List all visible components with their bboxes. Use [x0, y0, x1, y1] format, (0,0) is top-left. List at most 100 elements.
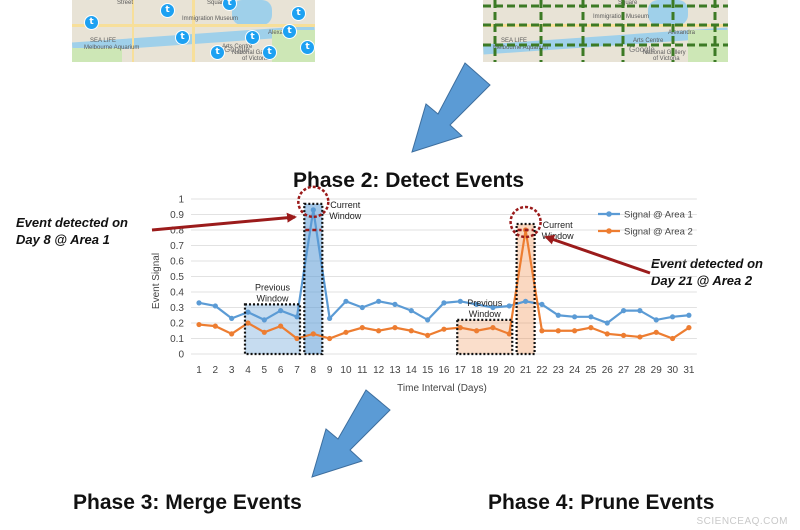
data-point: [653, 329, 659, 335]
x-tick-label: 12: [373, 365, 385, 376]
data-point: [261, 317, 267, 323]
x-tick-label: 2: [213, 365, 219, 376]
phase2-title: Phase 2: Detect Events: [293, 169, 525, 192]
data-point: [686, 312, 692, 318]
y-tick-label: 0.8: [170, 226, 184, 237]
twitter-bird-icon: t: [282, 24, 297, 39]
y-tick-label: 0: [178, 350, 184, 361]
x-tick-label: 18: [471, 365, 483, 376]
twitter-bird-icon: t: [160, 3, 175, 18]
x-tick-label: 8: [311, 365, 317, 376]
y-tick-label: 1: [178, 195, 184, 206]
data-point: [506, 331, 512, 337]
map-top-right: Immigration Museum SEA LIFE Melbourne Aq…: [483, 0, 728, 62]
legend-label: Signal @ Area 2: [624, 227, 693, 238]
x-tick-label: 21: [520, 365, 532, 376]
x-tick-label: 29: [651, 365, 663, 376]
map-label: Immigration Museum: [182, 16, 239, 22]
event-arrow: [151, 212, 297, 232]
data-point: [571, 314, 578, 320]
x-tick-label: 7: [294, 365, 300, 376]
data-point: [653, 317, 659, 323]
y-tick-label: 0.2: [170, 319, 184, 330]
y-tick-label: 0.1: [170, 334, 184, 345]
legend-marker: [606, 211, 612, 217]
x-tick-label: 15: [422, 365, 434, 376]
data-point: [588, 325, 594, 331]
map-label: Arts Centre: [633, 38, 664, 44]
data-point: [294, 314, 300, 320]
data-point: [669, 335, 676, 342]
data-point: [392, 325, 398, 331]
data-point: [359, 304, 365, 311]
map-label: Square: [618, 0, 638, 6]
data-point: [620, 332, 627, 338]
data-point: [620, 308, 627, 314]
data-point: [686, 325, 692, 331]
grid-overlay: [483, 0, 728, 62]
x-axis-label: Time Interval (Days): [397, 383, 487, 394]
x-tick-label: 17: [455, 365, 467, 376]
event-note-area1: Event detected on Day 8 @ Area 1: [16, 214, 128, 248]
x-tick-label: 26: [602, 365, 614, 376]
previous-window-box: [243, 303, 302, 356]
data-point: [637, 308, 643, 314]
legend-marker: [606, 228, 612, 234]
data-point: [604, 320, 610, 326]
map-label: of Victoria: [242, 56, 269, 62]
map-label: Street: [117, 0, 134, 6]
data-point: [310, 331, 316, 337]
map-label: Alexandra: [268, 30, 295, 36]
x-tick-label: 25: [585, 365, 597, 376]
data-point: [327, 335, 333, 342]
twitter-bird-icon: t: [84, 15, 99, 30]
x-tick-label: 1: [196, 365, 202, 376]
x-tick-label: 4: [245, 365, 251, 376]
data-point: [425, 332, 431, 338]
data-point: [441, 326, 447, 332]
twitter-bird-icon: t: [210, 45, 225, 60]
y-axis-label: Event Signal: [151, 253, 162, 309]
x-tick-label: 22: [536, 365, 548, 376]
data-point: [343, 298, 349, 304]
data-point: [408, 328, 414, 334]
data-point: [539, 328, 545, 334]
data-point: [506, 303, 512, 309]
data-point: [588, 314, 594, 320]
map-label: Arts Centre: [222, 44, 253, 50]
x-tick-label: 11: [357, 365, 368, 376]
x-tick-label: 16: [438, 365, 450, 376]
data-point: [408, 308, 414, 314]
data-point: [310, 207, 316, 213]
data-point: [555, 328, 561, 334]
map-label: National Gallery: [643, 50, 686, 56]
y-tick-label: 0.6: [170, 257, 184, 268]
map-label: National Gallery: [232, 50, 275, 56]
data-point: [327, 315, 333, 321]
y-tick-label: 0.7: [170, 241, 184, 252]
map-label: Alexandra: [668, 30, 696, 36]
event-note-line: Day 8 @ Area 1: [16, 232, 110, 247]
data-point: [490, 304, 496, 311]
x-tick-label: 30: [667, 365, 679, 376]
data-point: [539, 301, 545, 307]
data-point: [229, 331, 235, 337]
twitter-bird-icon: t: [222, 0, 237, 11]
event-note-line: Event detected on: [651, 256, 763, 271]
twitter-bird-icon: t: [262, 45, 277, 60]
phase3-title: Phase 3: Merge Events: [73, 491, 302, 514]
data-point: [278, 323, 284, 329]
x-tick-label: 27: [618, 365, 630, 376]
previous-window-area: [457, 319, 513, 354]
event-highlight-circle: [297, 185, 330, 219]
map-top-left: Square Street Immigration Museum SEA LIF…: [72, 0, 315, 62]
twitter-bird-icon: t: [300, 40, 315, 55]
twitter-bird-icon: t: [291, 6, 306, 21]
map-label: of Victoria: [653, 56, 680, 62]
x-tick-label: 20: [504, 365, 516, 376]
x-tick-label: 24: [569, 365, 581, 376]
